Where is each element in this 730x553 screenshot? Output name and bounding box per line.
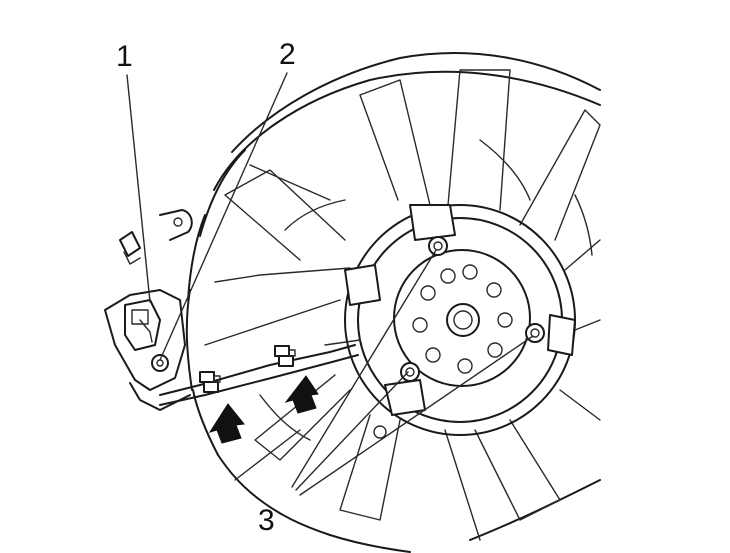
mounting-bolts (400, 236, 545, 382)
callout-leaders (126, 72, 534, 496)
hub-holes (412, 264, 513, 374)
arrow-up-right-icon (284, 375, 319, 414)
harness-clip-right (274, 345, 296, 367)
direction-arrows (208, 375, 319, 444)
fan-shroud (185, 52, 601, 553)
connector-bracket (104, 209, 193, 411)
arrow-up-left-icon (208, 403, 245, 444)
fan-hub (344, 204, 576, 439)
callout-1-label: 1 (116, 40, 133, 73)
callout-3-label: 3 (258, 504, 275, 537)
wiring-harness (159, 339, 361, 406)
harness-clip-left (199, 371, 221, 393)
callout-2-label: 2 (279, 38, 296, 71)
fan-blades (204, 69, 601, 541)
